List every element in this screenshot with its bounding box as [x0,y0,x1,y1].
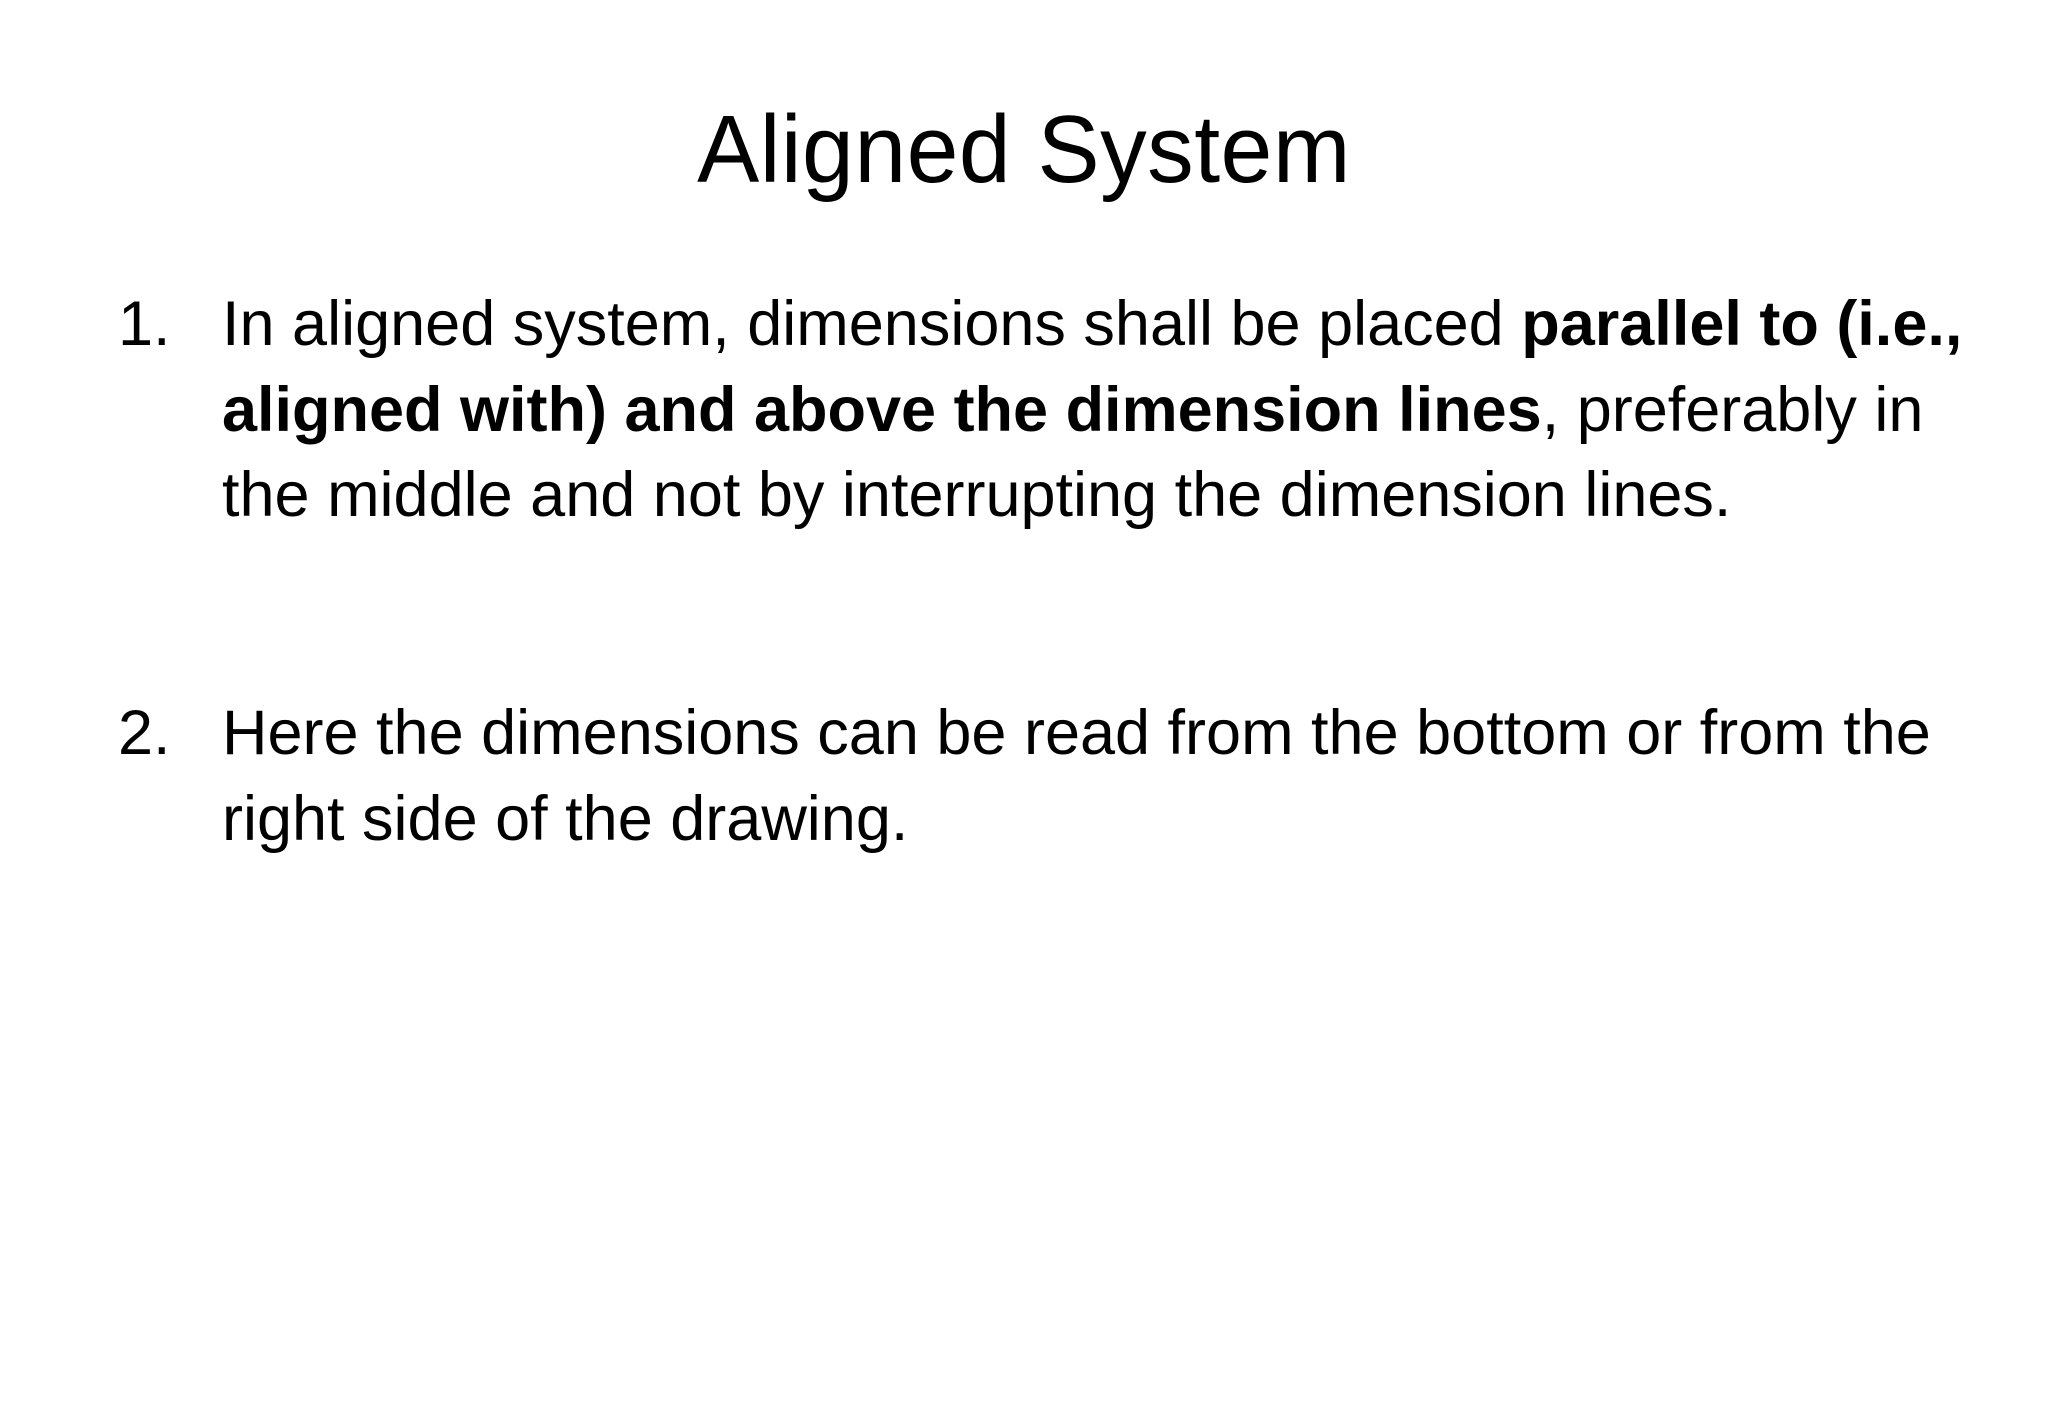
list-item-2-segment-plain: Here the dimensions can be read from the… [222,698,1931,854]
page-title: Aligned System [0,96,2048,204]
list-item-1-segment-bold: parallel to (i.e., aligned with) and abo… [222,289,1963,445]
list-item: 2. Here the dimensions can be read from … [118,691,1978,862]
content-list: 1. In aligned system, dimensions shall b… [118,282,1978,862]
list-item-marker-2: 2. [118,698,171,769]
list-item-text-1: In aligned system, dimensions shall be p… [222,282,1978,539]
list-item-text-2: Here the dimensions can be read from the… [222,691,1978,862]
list-item-marker-1: 1. [118,289,171,359]
list-item-1-segment-plain-tail: , preferably in the middle and not by in… [222,374,1924,531]
list-item: 1. In aligned system, dimensions shall b… [118,282,1978,539]
list-item-1-segment-plain-lead: In aligned system, dimensions shall be p… [222,289,1522,359]
page-title-text: Aligned System [697,96,1351,203]
